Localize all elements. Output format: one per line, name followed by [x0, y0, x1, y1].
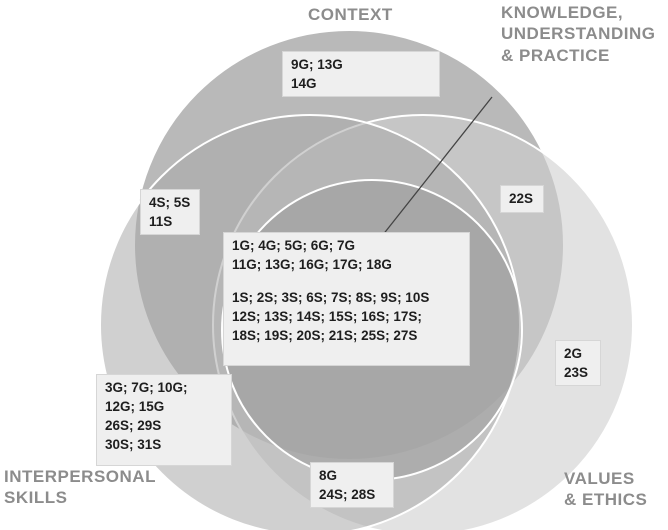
context-values-box: 22S [500, 185, 544, 213]
context-only-box: 9G; 13G 14G [282, 51, 440, 97]
knowledge-understanding-practice-label: KNOWLEDGE, UNDERSTANDING & PRACTICE [501, 3, 656, 65]
context-label: CONTEXT [308, 5, 393, 24]
interpersonal-only-box: 3G; 7G; 10G; 12G; 15G 26S; 29S 30S; 31S [96, 374, 232, 466]
context-interpersonal-box: 4S; 5S 11S [140, 189, 200, 235]
values-ethics-label: VALUES & ETHICS [564, 469, 648, 510]
interpersonal-skills-label: INTERPERSONAL SKILLS [4, 467, 156, 508]
values-only-box: 2G 23S [555, 340, 601, 386]
interpersonal-values-box: 8G 24S; 28S [310, 462, 394, 508]
knowledge-leader-line [381, 96, 493, 237]
center-all-domains-box: 1G; 4G; 5G; 6G; 7G 11G; 13G; 16G; 17G; 1… [223, 232, 470, 366]
